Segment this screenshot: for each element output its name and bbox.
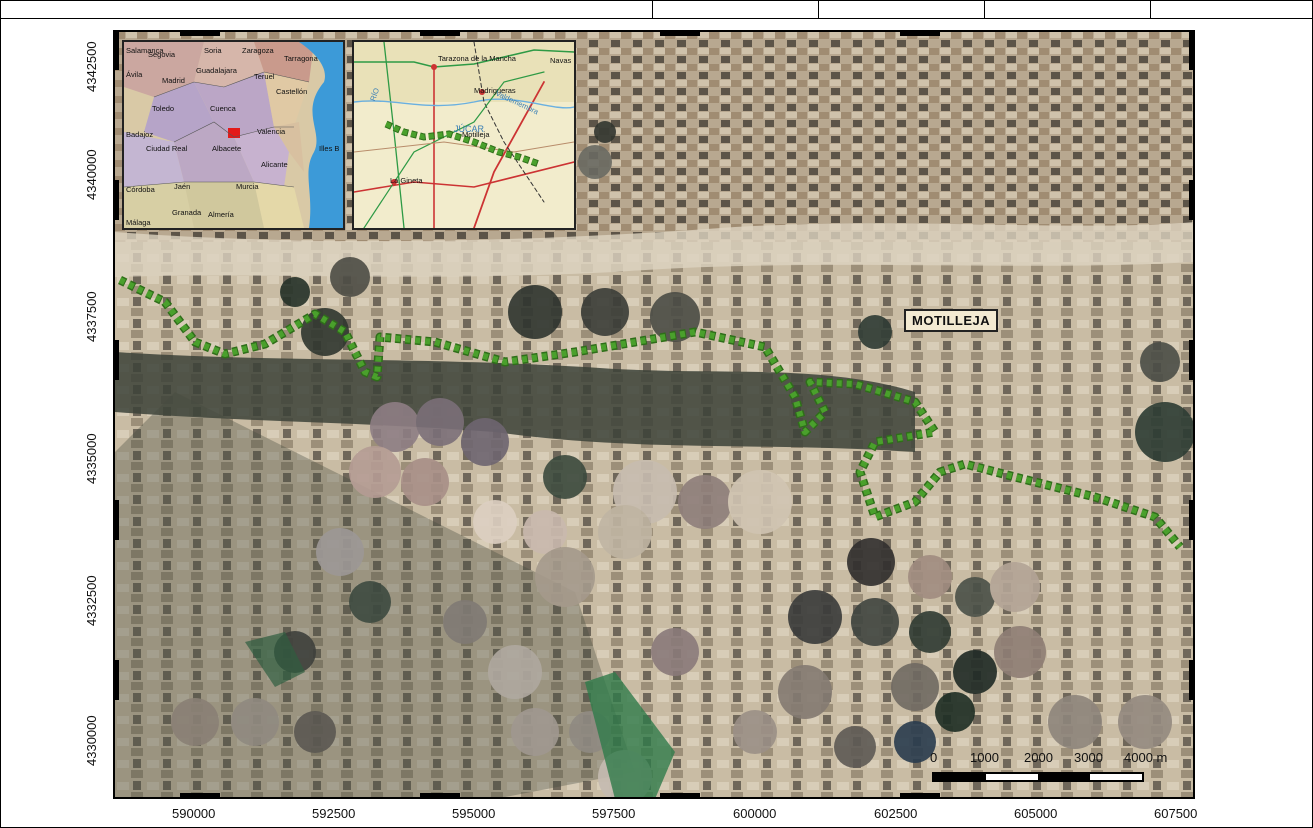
x-tick-label: 602500 <box>874 806 918 821</box>
town-label: Segovia <box>148 50 176 59</box>
town-label: Madrigueras <box>474 86 516 95</box>
table-divider <box>652 0 653 18</box>
town-label: Ciudad Real <box>146 144 188 153</box>
town-label: Córdoba <box>126 185 155 194</box>
scale-label: 3000 <box>1074 750 1103 765</box>
scale-segment <box>1090 774 1142 780</box>
y-tick-label: 4335000 <box>84 433 99 484</box>
scale-segment <box>1038 774 1090 780</box>
town-label: Murcia <box>236 182 259 191</box>
y-tick-label: 4340000 <box>84 149 99 200</box>
y-tick-label: 4337500 <box>84 291 99 342</box>
x-tick-label: 592500 <box>312 806 356 821</box>
scale-label: 2000 <box>1024 750 1053 765</box>
town-label: Guadalajara <box>196 66 237 75</box>
scale-segment <box>934 774 986 780</box>
town-label: La Gineta <box>390 176 423 185</box>
table-divider <box>1150 0 1151 18</box>
town-label: Valencia <box>257 127 286 136</box>
y-tick-label: 4330000 <box>84 715 99 766</box>
town-label: Teruel <box>254 72 275 81</box>
town-label: Badajoz <box>126 130 154 139</box>
town-label: Albacete <box>212 144 242 153</box>
town-label: Tarragona <box>284 54 318 63</box>
place-label-motilleja: MOTILLEJA <box>904 309 999 332</box>
town-label: Zaragoza <box>242 46 274 55</box>
town-label: Cuenca <box>210 104 236 113</box>
x-tick-label: 607500 <box>1154 806 1198 821</box>
town-label: Granada <box>172 208 202 217</box>
river-label: JÚCAR <box>454 124 485 134</box>
town-label: Alicante <box>261 160 288 169</box>
y-tick-label: 4342500 <box>84 41 99 92</box>
town-label: Almería <box>208 210 234 219</box>
town-label: Salamanca <box>126 46 164 55</box>
scale-bar: 0 1000 2000 3000 4000 m <box>930 750 1167 790</box>
inset-local-shapes <box>354 42 574 228</box>
scale-segment <box>986 774 1038 780</box>
town-label: Ávila <box>126 70 143 79</box>
town-label: Soria <box>204 46 222 55</box>
scale-label: 1000 <box>970 750 999 765</box>
scale-bar-graphic <box>932 772 1144 782</box>
x-tick-label: 600000 <box>733 806 777 821</box>
inset-regional-map[interactable]: Segovia Soria Zaragoza Tarragona Ávila M… <box>122 40 345 230</box>
x-tick-label: 595000 <box>452 806 496 821</box>
top-table-strip <box>0 0 1313 19</box>
town-label: Toledo <box>152 104 175 113</box>
table-divider <box>984 0 985 18</box>
town-label: Madrid <box>162 76 185 85</box>
x-tick-label: 590000 <box>172 806 216 821</box>
x-tick-label: 605000 <box>1014 806 1058 821</box>
x-tick-label: 597500 <box>592 806 636 821</box>
town-label: Motilleja <box>462 130 490 139</box>
town-label: Málaga <box>126 218 151 227</box>
town-label: Jaén <box>174 182 191 191</box>
river-route <box>118 275 1184 550</box>
town-label: Tarazona de la Mancha <box>438 54 516 63</box>
scale-label: 0 <box>930 750 938 765</box>
town-label: Castellón <box>276 87 308 96</box>
town-label: Illes B <box>319 144 340 153</box>
y-tick-label: 4332500 <box>84 575 99 626</box>
table-divider <box>818 0 819 18</box>
inset-regional-shapes <box>124 42 343 228</box>
inset-local-map[interactable]: Tarazona de la Mancha Madrigueras Motill… <box>352 40 576 230</box>
scale-label: 4000 m <box>1124 750 1168 765</box>
town-label: Navas <box>550 56 572 65</box>
